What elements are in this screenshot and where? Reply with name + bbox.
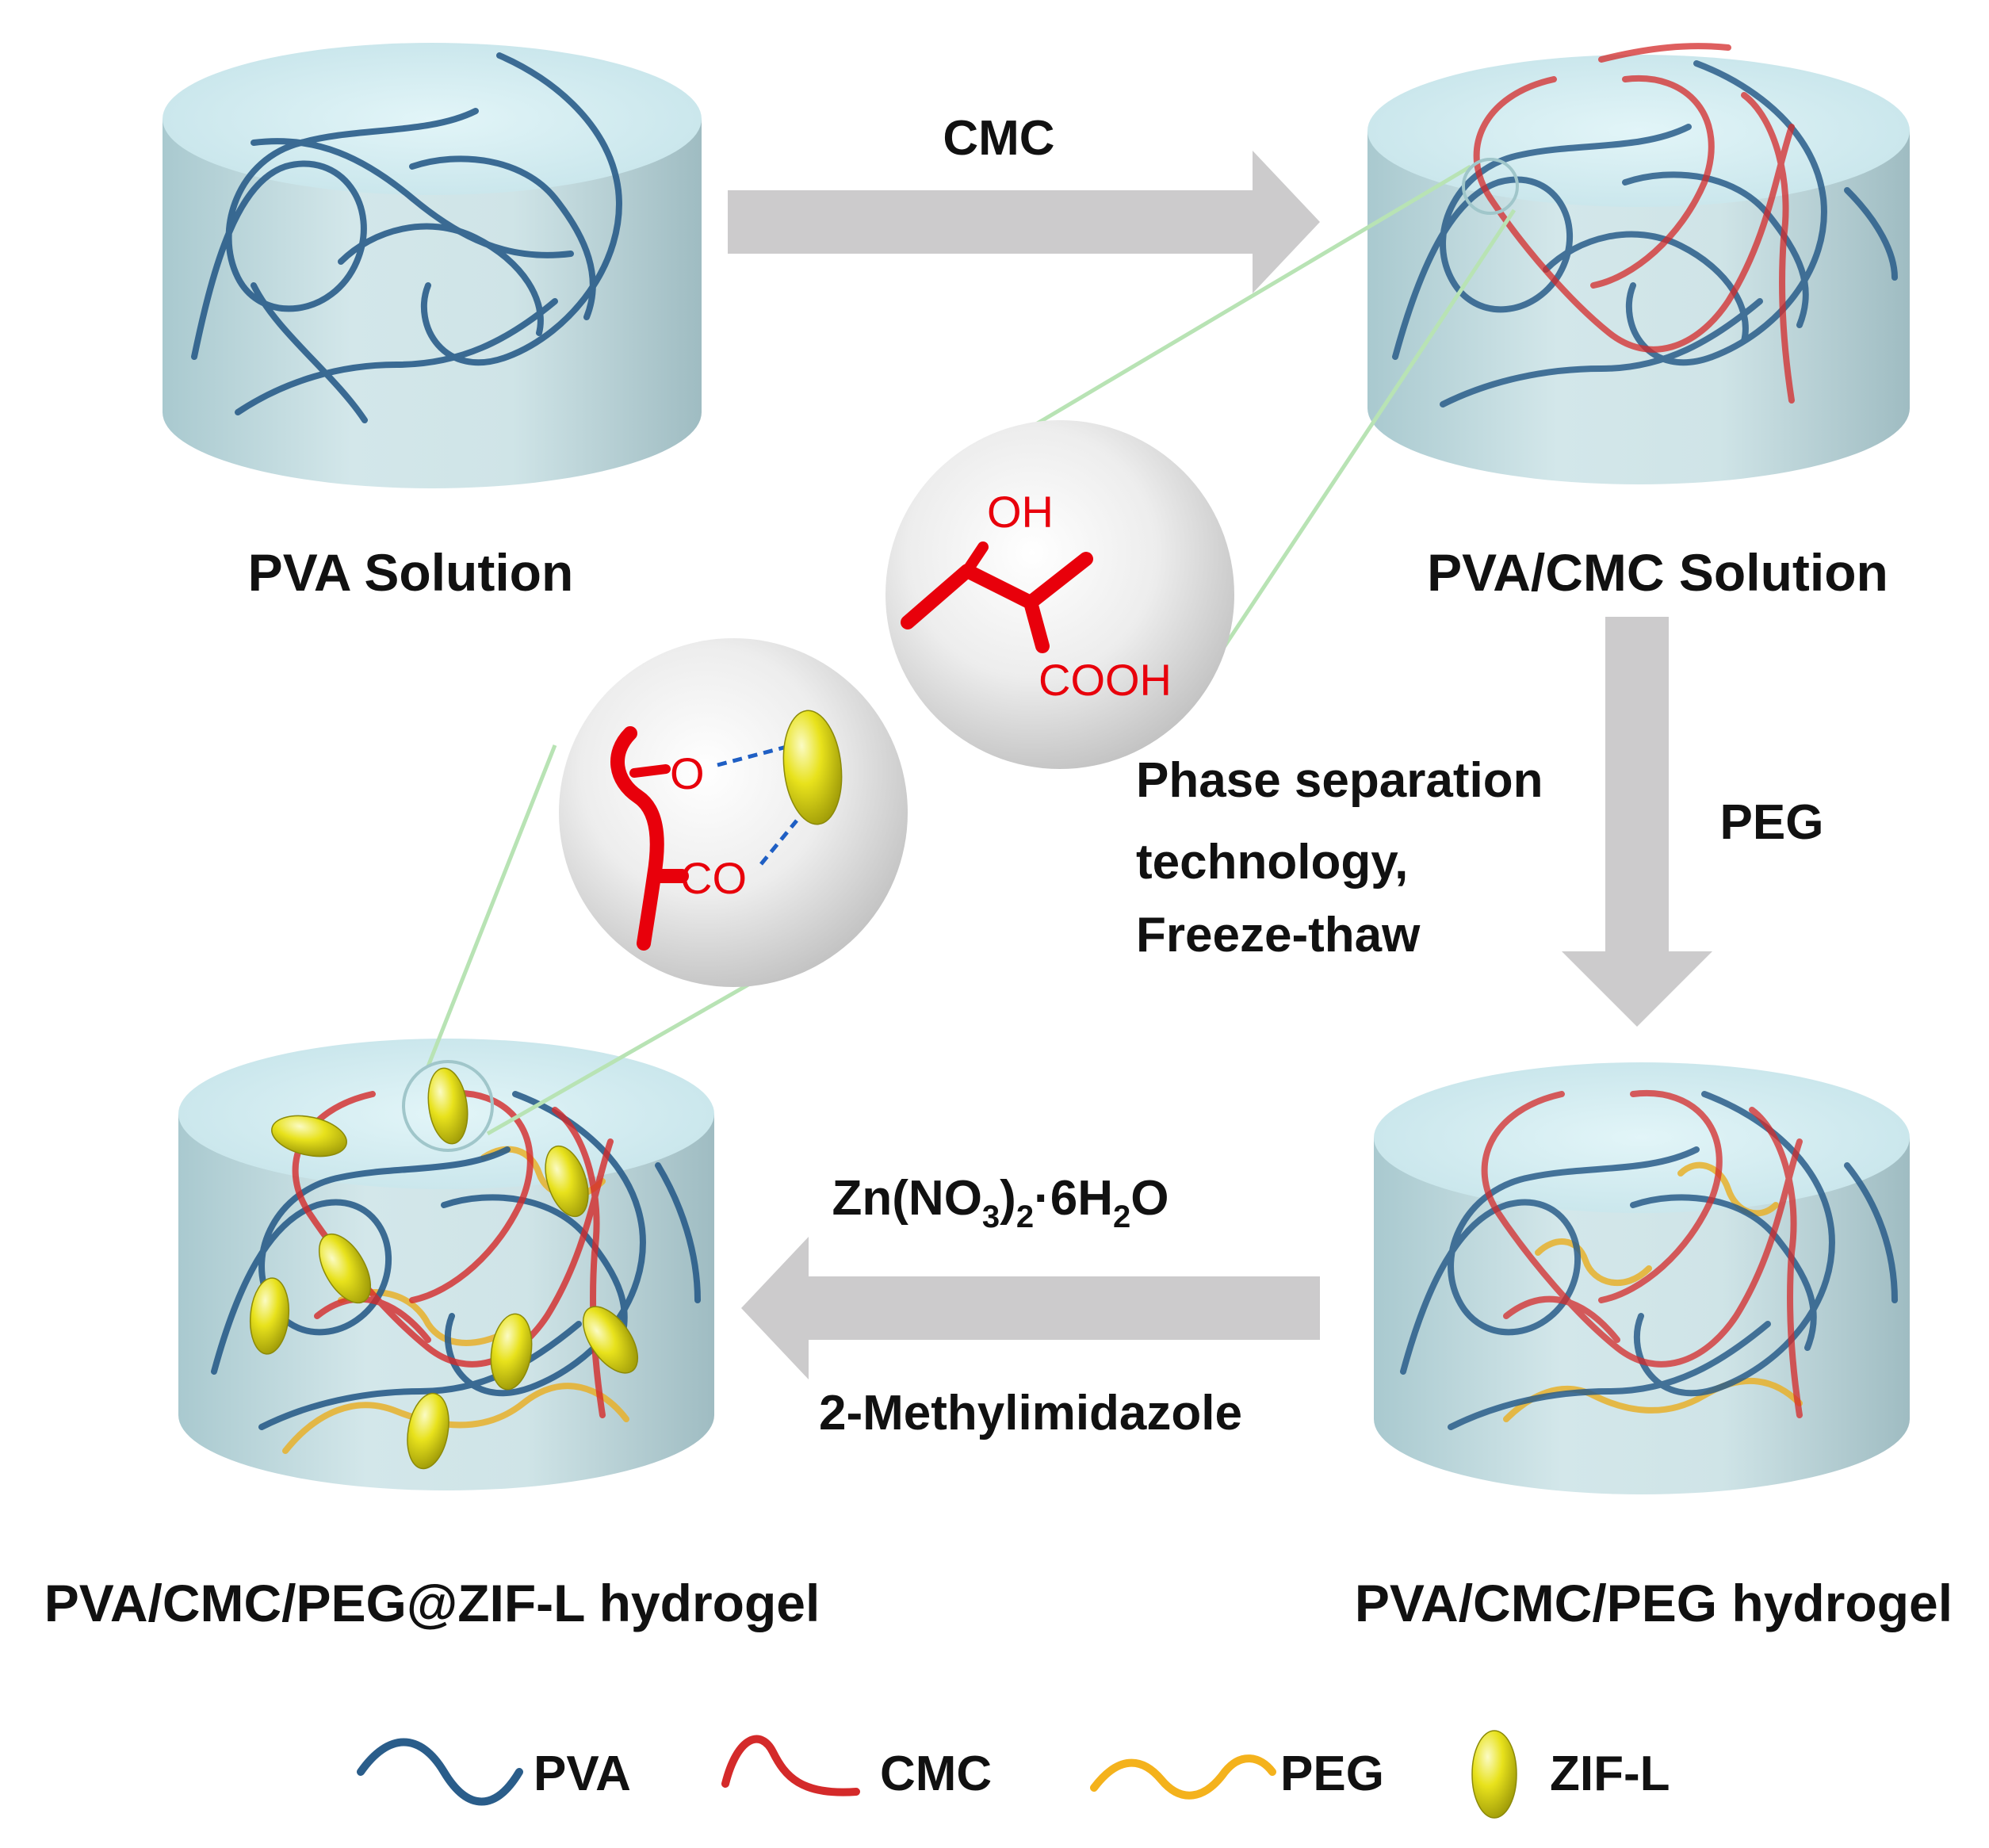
arrow-add-cmc <box>728 151 1320 293</box>
zoom-line-cmc-left <box>1021 164 1472 434</box>
arrow-label-cmc: CMC <box>943 111 1054 166</box>
legend: PVA CMC PEG ZIF-L <box>357 1730 1670 1819</box>
cmc-line-icon <box>721 1735 860 1796</box>
zif-l-particle <box>271 1115 347 1157</box>
step-label-pva-solution: PVA Solution <box>248 543 574 602</box>
cylinder-pva-cmc-solution <box>1367 43 1910 484</box>
zoom-source-circle-zif <box>402 1060 494 1152</box>
zoom-line-cmc-right <box>1191 209 1517 695</box>
pva-chains <box>1392 60 1898 407</box>
cmc-chains <box>1481 1089 1803 1418</box>
legend-item-zif-l: ZIF-L <box>1471 1730 1670 1819</box>
zif-l-particle <box>407 1392 449 1470</box>
zif-l-particle <box>545 1145 589 1218</box>
hydroxyl-group-label: OH <box>987 487 1054 537</box>
cylinder-zif-hydrogel <box>178 1039 714 1490</box>
arrow-add-zif-precursors <box>741 1237 1320 1379</box>
arrow-label-peg: PEG <box>1720 795 1824 850</box>
oxygen-label: O <box>670 748 705 798</box>
process-note: Phase separation technology, Freeze-thaw <box>1136 753 1543 962</box>
pva-chains <box>191 52 622 423</box>
step-label-pva-cmc-solution: PVA/CMC Solution <box>1427 543 1888 602</box>
zif-l-ellipse-icon <box>1471 1730 1517 1819</box>
zif-l-particle <box>427 1067 469 1145</box>
zoom-sphere-cmc: OH COOH <box>885 420 1234 769</box>
peg-line-icon <box>1090 1754 1276 1800</box>
pva-chains <box>1400 1091 1898 1430</box>
legend-label: PVA <box>534 1747 631 1801</box>
process-note-line: technology, <box>1136 835 1408 890</box>
step-label-zif-hydrogel: PVA/CMC/PEG@ZIF-L hydrogel <box>44 1574 820 1632</box>
zoom-sphere-zif: O CO <box>559 638 908 987</box>
process-note-line: Freeze-thaw <box>1136 908 1421 962</box>
legend-item-pva: PVA <box>357 1738 631 1806</box>
legend-label: CMC <box>880 1747 992 1801</box>
step-label-pva-cmc-peg-hydrogel: PVA/CMC/PEG hydrogel <box>1355 1574 1953 1632</box>
cmc-backbone-icon <box>901 552 1093 653</box>
carboxyl-group-label: COOH <box>1038 655 1172 705</box>
legend-item-cmc: CMC <box>721 1735 992 1801</box>
polymer-backbone-icon <box>610 726 689 951</box>
zoom-line-zif-left <box>426 744 557 1067</box>
peg-chains <box>1503 1161 1803 1422</box>
arrow-add-peg <box>1562 617 1712 1027</box>
zif-l-particle <box>490 1313 533 1391</box>
zoom-source-circle-cmc <box>1462 158 1519 215</box>
process-note-line: Phase separation <box>1136 753 1543 808</box>
cylinder-pva-cmc-peg-hydrogel <box>1374 1062 1910 1494</box>
zif-l-particle <box>249 1277 290 1355</box>
zif-l-particle <box>318 1233 372 1304</box>
cmc-chains <box>292 1089 614 1418</box>
carbonyl-label: CO <box>680 853 747 903</box>
cmc-chains <box>1473 43 1795 404</box>
zif-l-particle-icon <box>782 710 843 825</box>
cylinder-pva-solution <box>163 43 702 488</box>
arrow-label-methylimidazole: 2-Methylimidazole <box>819 1386 1242 1441</box>
coordination-bond-bottom <box>759 819 798 866</box>
arrow-label-zn-nitrate: Zn(NO3)2·6H2O <box>832 1171 1169 1234</box>
legend-label: ZIF-L <box>1550 1747 1670 1801</box>
zoom-lines <box>426 164 1517 1136</box>
legend-item-peg: PEG <box>1090 1747 1384 1801</box>
zif-l-particles <box>249 1067 639 1470</box>
coordination-bond-top <box>717 743 794 767</box>
zif-l-particle <box>582 1306 639 1374</box>
legend-label: PEG <box>1280 1747 1384 1801</box>
zoom-line-zif-right <box>486 957 794 1136</box>
pva-line-icon <box>357 1738 523 1806</box>
